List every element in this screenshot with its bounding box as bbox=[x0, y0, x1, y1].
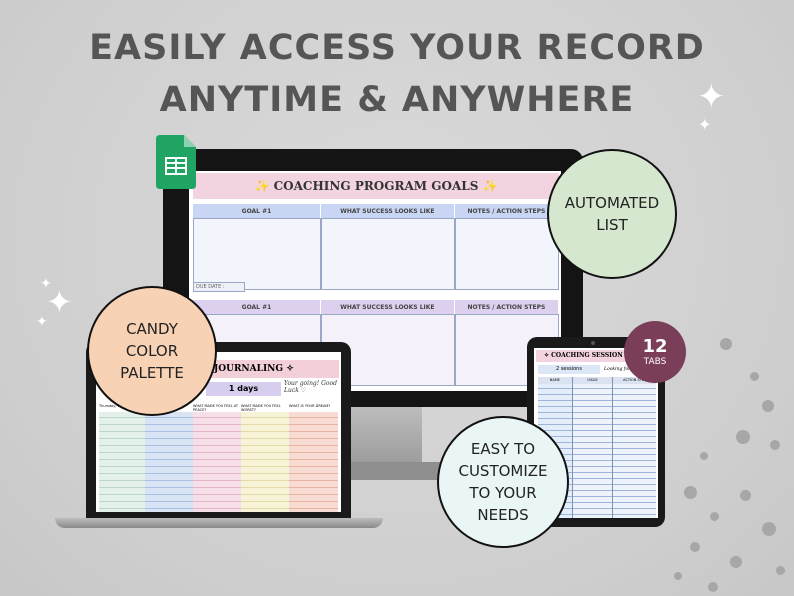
camera-icon bbox=[591, 341, 595, 345]
session-column[interactable]: ACTION STEP bbox=[612, 377, 656, 518]
notes-cell[interactable] bbox=[455, 218, 559, 290]
candy-color-label: CANDY COLOR PALETTE bbox=[120, 320, 184, 382]
journal-title: JOURNALING ✧ bbox=[206, 360, 339, 378]
session-table: NAME ISSUE ACTION STEP bbox=[538, 377, 656, 518]
column-header: WHAT MADE YOU FEEL AT PEACE? bbox=[193, 404, 241, 412]
sparkle-icon: ✦ bbox=[697, 77, 726, 117]
journal-column[interactable] bbox=[145, 404, 193, 512]
success-cell[interactable] bbox=[321, 218, 455, 290]
sparkle-icon: ✦ bbox=[46, 283, 73, 321]
google-sheets-icon bbox=[156, 135, 196, 189]
column-header: GOAL #1 bbox=[193, 300, 321, 314]
column-header: NOTES / ACTION STEPS bbox=[455, 204, 559, 218]
customize-bubble: EASY TO CUSTOMIZE TO YOUR NEEDS bbox=[437, 416, 569, 548]
journal-column[interactable]: Thursday, 17 12/2024 bbox=[99, 404, 145, 512]
quote-text: Looking forward bbox=[604, 367, 642, 372]
due-date-label: DUE DATE : bbox=[193, 282, 245, 292]
column-header: NAME bbox=[538, 377, 572, 384]
goal-table-1: GOAL #1 WHAT SUCCESS LOOKS LIKE NOTES / … bbox=[193, 204, 559, 292]
headline-line-2: ANYTIME & ANYWHERE bbox=[159, 80, 635, 120]
column-header: ISSUE bbox=[572, 377, 613, 384]
column-header: WHAT SUCCESS LOOKS LIKE bbox=[321, 300, 455, 314]
column-header: WHAT SUCCESS LOOKS LIKE bbox=[321, 204, 455, 218]
tabs-label: TABS bbox=[643, 357, 667, 367]
column-header: ACTION STEP bbox=[613, 377, 656, 384]
headline-line-1: EASILY ACCESS YOUR RECORD bbox=[89, 28, 705, 68]
sessions-counter: 2 sessions bbox=[538, 365, 600, 374]
automated-list-bubble: AUTOMATED LIST bbox=[547, 149, 677, 279]
automated-list-label: AUTOMATED LIST bbox=[564, 194, 660, 234]
customize-label: EASY TO CUSTOMIZE TO YOUR NEEDS bbox=[458, 440, 548, 524]
column-header: NOTES / ACTION STEPS bbox=[455, 300, 559, 314]
journal-column[interactable]: WHAT IS YOUR DREAM? bbox=[289, 404, 338, 512]
tabs-count: 12 bbox=[642, 336, 668, 357]
tablet-screen: ✧ COACHING SESSION LO 2 sessions Looking… bbox=[534, 348, 658, 518]
journal-column[interactable]: WHAT MADE YOU FEEL WORST? bbox=[241, 404, 289, 512]
tabs-badge: 12 TABS bbox=[624, 321, 686, 383]
laptop-base bbox=[55, 518, 383, 528]
sheet-title: ✨ COACHING PROGRAM GOALS ✨ bbox=[193, 173, 559, 199]
journal-column[interactable]: WHAT MADE YOU FEEL AT PEACE? bbox=[193, 404, 241, 512]
candy-color-bubble: CANDY COLOR PALETTE bbox=[87, 286, 217, 416]
sparkle-icon: ✦ bbox=[36, 314, 48, 330]
column-header: WHAT IS YOUR DREAM? bbox=[289, 404, 338, 412]
journal-table: Thursday, 17 12/2024 WHAT MADE YOU FEEL … bbox=[99, 404, 338, 512]
sparkle-icon: ✦ bbox=[40, 276, 52, 292]
column-header: WHAT MADE YOU FEEL WORST? bbox=[241, 404, 289, 412]
days-counter: 1 days bbox=[206, 382, 281, 396]
sparkle-icon: ✦ bbox=[698, 115, 712, 134]
quote-text: Your going! Good Luck ♡ bbox=[284, 380, 337, 394]
column-header: GOAL #1 bbox=[193, 204, 321, 218]
session-column[interactable]: ISSUE bbox=[571, 377, 613, 518]
goal-cell[interactable] bbox=[193, 218, 321, 290]
